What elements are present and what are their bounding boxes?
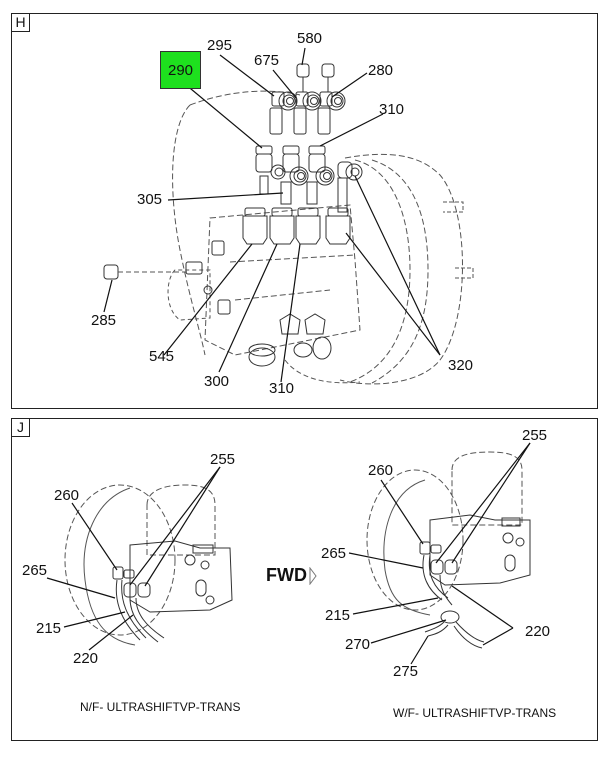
- callout-285[interactable]: 285: [91, 312, 117, 329]
- callout-j-right-265[interactable]: 265: [321, 545, 347, 562]
- caption-left-view: N/F- ULTRASHIFTVP-TRANS: [80, 700, 241, 714]
- callout-j-right-220[interactable]: 220: [525, 623, 551, 640]
- callout-j-left-260[interactable]: 260: [54, 487, 80, 504]
- callout-545[interactable]: 545: [149, 348, 175, 365]
- callout-675[interactable]: 675: [254, 52, 280, 69]
- callout-j-left-255[interactable]: 255: [210, 451, 236, 468]
- fittings-middle-row: [255, 145, 363, 213]
- callout-290-highlighted[interactable]: 290: [160, 51, 201, 89]
- callout-j-right-215[interactable]: 215: [325, 607, 351, 624]
- caption-right-view: W/F- ULTRASHIFTVP-TRANS: [393, 706, 557, 720]
- callout-j-right-255[interactable]: 255: [522, 427, 548, 444]
- callout-580[interactable]: 580: [297, 30, 323, 47]
- callout-j-right-275[interactable]: 275: [393, 663, 419, 680]
- callout-310-bottom[interactable]: 310: [269, 380, 295, 397]
- fittings-bottom-row: [242, 207, 351, 245]
- panel-h-leader-lines: [103, 47, 441, 383]
- callout-300[interactable]: 300: [204, 373, 230, 390]
- callout-310-top[interactable]: 310: [379, 101, 405, 118]
- callout-305[interactable]: 305: [137, 191, 163, 208]
- panel-h-drawing: [103, 47, 474, 385]
- callout-j-left-215[interactable]: 215: [36, 620, 62, 637]
- callout-j-right-270[interactable]: 270: [345, 636, 371, 653]
- callout-295[interactable]: 295: [207, 37, 233, 54]
- panel-j-right-leader-lines: [348, 442, 531, 665]
- panel-j-right-drawing: [348, 442, 531, 665]
- panel-j-left-drawing: [46, 466, 233, 651]
- panel-j-left-leader-lines: [46, 466, 221, 651]
- panel-tag-h: H: [12, 14, 30, 32]
- callout-j-left-265[interactable]: 265: [22, 562, 48, 579]
- forward-arrow-icon: [309, 566, 317, 585]
- callout-280[interactable]: 280: [368, 62, 394, 79]
- forward-direction-indicator: FWD: [266, 565, 317, 586]
- callout-j-left-220[interactable]: 220: [73, 650, 99, 667]
- panel-tag-j: J: [12, 419, 30, 437]
- callout-j-right-260[interactable]: 260: [368, 462, 394, 479]
- fittings-top-row: [269, 63, 346, 135]
- callout-320[interactable]: 320: [448, 357, 474, 374]
- panel-j: J: [11, 418, 598, 741]
- fwd-label: FWD: [266, 565, 307, 585]
